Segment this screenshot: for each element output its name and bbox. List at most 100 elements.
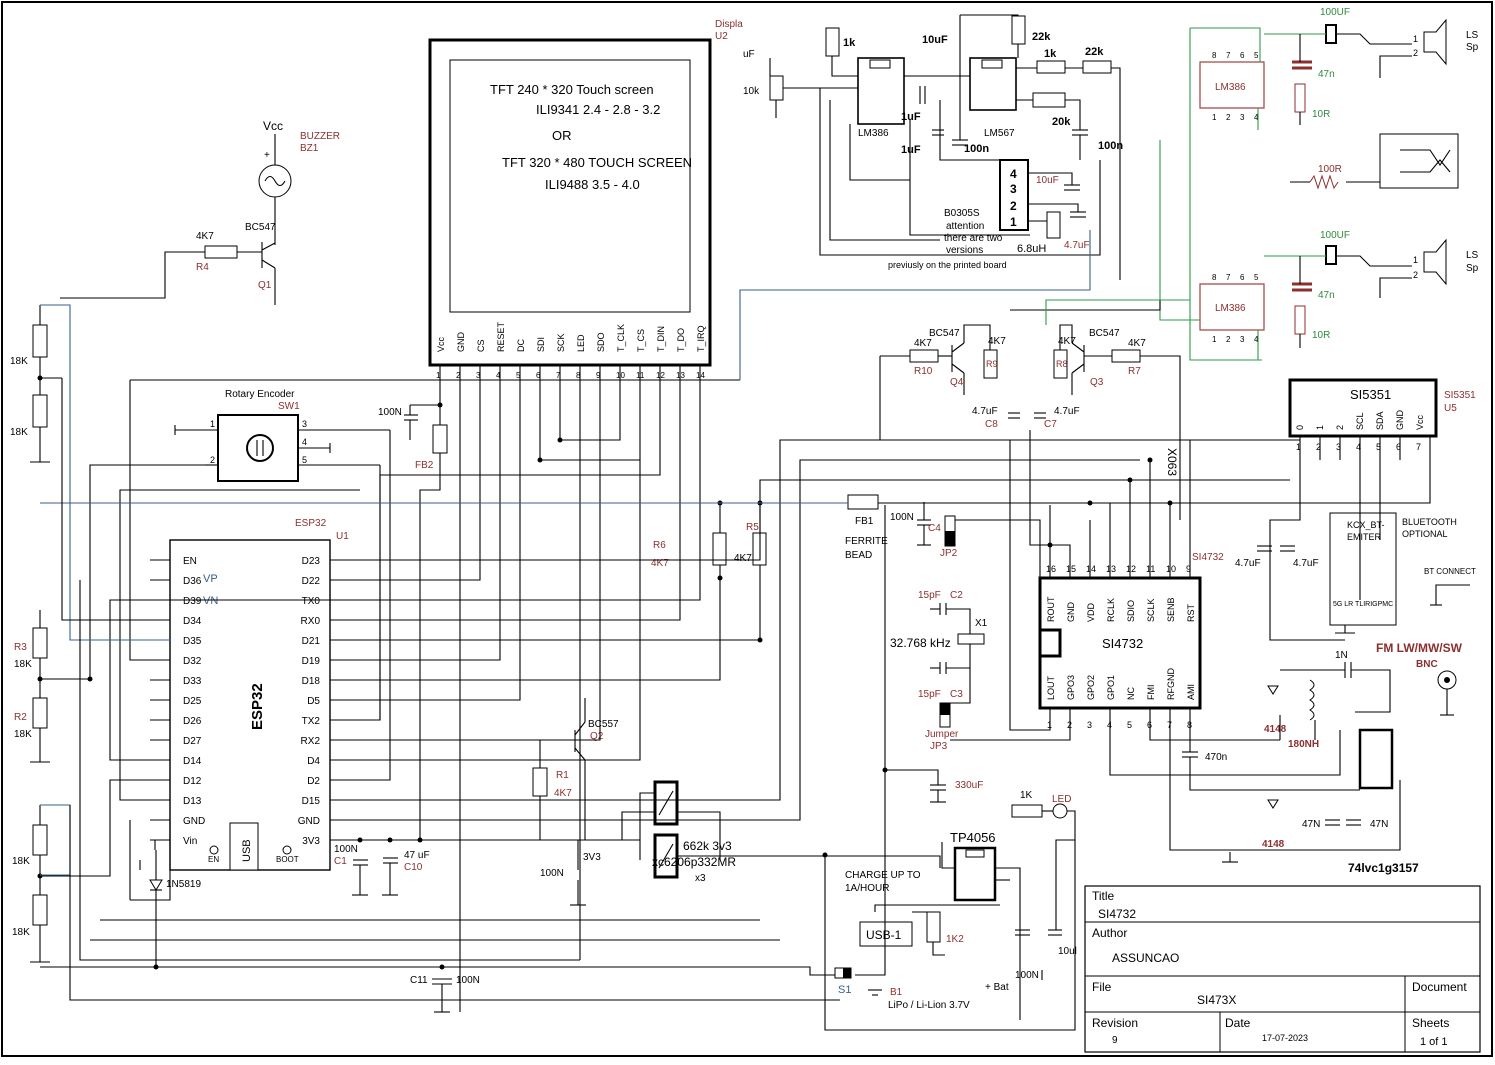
esp32-left-pin: D26 [183,716,202,727]
b0305-l: 6.8uH [1017,243,1046,255]
r-left-1: 18K [10,356,28,367]
c1-ref: C1 [334,856,347,867]
q2-ref: Q2 [590,731,604,742]
esp32-right-pin: D15 [302,796,321,807]
display-ref: U2 [715,31,728,42]
reg-line1: 662k 3v3 [683,839,732,853]
tb-title-heading: Title [1092,889,1115,903]
rf-switch-ic: 74lvc1g3157 [1348,861,1419,875]
r-22k-a: 22k [1032,31,1051,43]
display-pin-9: SDO [596,332,606,352]
esp32-left-pin: D33 [183,676,202,687]
c3-value: 15pF [918,689,941,700]
display-pin-num-3: 3 [476,371,481,380]
ls-bot-pin1: 1 [1413,255,1418,265]
s1-label: S1 [838,984,851,996]
si5351-pin: GND [1395,410,1405,431]
si5351-ref-name: SI5351 [1444,390,1476,401]
b1-label: B1 [890,987,903,998]
rf-c47n-b: 47N [1370,819,1388,830]
display-pin-3: CS [476,339,486,352]
charge-note1: CHARGE UP TO [845,870,921,881]
esp32-module: ESP32 U1 ESP32 END36D39D34D35D32D33D25D2… [150,518,350,871]
bt-connect: BT CONNECT [1424,567,1476,576]
display-pin-1: Vcc [436,336,446,352]
esp32-left-pin: D27 [183,736,202,747]
display-line4: TFT 320 * 480 TOUCH SCREEN [502,155,692,170]
r8-value: 4K7 [1058,336,1076,347]
cap-100n-a: 100n [964,143,989,155]
r-left-6: 18K [12,927,30,938]
esp32-left-pin: D34 [183,616,202,627]
si4732-name: SI4732 [1102,636,1143,651]
r-10r-bot: 10R [1312,330,1330,341]
si5351-pin-num: 3 [1336,442,1341,452]
r-left-2: 18K [10,427,28,438]
bluetooth-module: KCX_BT- EMITER BLUETOOTH OPTIONAL BT CON… [1329,512,1476,634]
usb-1-label: USB-1 [866,928,902,942]
fb1-note2: BEAD [845,550,872,561]
si4732-bottom-pin: GPO3 [1066,675,1076,700]
bt-opt2: OPTIONAL [1402,529,1448,539]
amp-pin-bottom: 1 [1212,335,1217,344]
esp32-right-pin: D4 [307,756,320,767]
sp-top: Sp [1466,42,1479,53]
display-ref-name: Displa [715,19,743,30]
fb1-ref: FB1 [855,516,874,527]
r6-value: 4K7 [651,558,669,569]
power-charger: 330uF 1K LED TP4056 CHARGE UP TO 1A/HOUR… [834,780,1077,1020]
si4732-top-pin: RST [1186,603,1196,622]
esp32-ref-name: ESP32 [295,518,327,529]
si4732-bottom-pin: NC [1126,687,1136,700]
bt-name2: EMITER [1347,532,1382,542]
rotary-encoder: Rotary Encoder SW1 1 2 3 4 5 [174,389,390,482]
si5351-pin-num: 4 [1356,442,1361,452]
display-pin-num-12: 12 [656,371,665,380]
b0305-note1: attention [946,221,984,232]
r9-value: 4K7 [988,336,1006,347]
rf-bnc: BNC [1416,659,1438,670]
si5351-pin: SDA [1375,411,1385,430]
amp-pin-top: 5 [1254,273,1259,282]
reg-3v3: 3V3 [583,852,601,863]
r1-ref: R1 [556,770,569,781]
si5351-pin-num: 6 [1396,442,1401,452]
charger-c100n: 100N [1015,970,1039,981]
ls-bot-pin2: 2 [1413,270,1418,280]
c-100uf-top: 100UF [1320,7,1350,18]
display-pin-2: GND [456,332,466,353]
c2-ref: C2 [950,590,963,601]
esp32-usb: USB [241,839,253,862]
display-pin-num-1: 1 [436,371,441,380]
esp32-right-pin: GND [298,816,320,827]
lm386-amp1: LM386 [1215,82,1246,93]
esp32-right-pin: D19 [302,656,321,667]
r9-ref: R9 [986,359,998,369]
tb-date-value: 17-07-2023 [1262,1033,1308,1043]
si5351-pin-num: 2 [1316,442,1321,452]
c2-value: 15pF [918,590,941,601]
display-pin-labels: Vcc1GND2CS3RESET4DC5SDI6SCK7LED8SDO9T_CL… [436,321,706,380]
buzzer-name: BUZZER [300,131,340,142]
b0305s-module: 4 3 2 1 B0305S attention there are two v… [888,159,1090,270]
pot-10k: 10k [743,86,760,97]
q3-ref: Q3 [1090,377,1104,388]
esp32-right-pin: 3V3 [302,836,320,847]
amp-pin-bottom: 4 [1254,113,1259,122]
display-pin-13: T_DO [676,328,686,352]
c1-value: 100N [334,844,358,855]
amp-pin-bottom: 4 [1254,335,1259,344]
amp-pin-top: 5 [1254,51,1259,60]
c8-value: 4.7uF [972,406,998,417]
c-47n-top: 47n [1318,69,1335,80]
c-330uf: 330uF [955,780,983,791]
fb2-circuit: 100N FB2 [378,404,448,471]
rf-inductor: 180NH [1288,739,1319,750]
q4-ref: Q4 [950,377,964,388]
r-10r-top: 10R [1312,109,1330,120]
r5-ref: R5 [746,522,759,533]
tb-revision-heading: Revision [1092,1016,1138,1030]
led-label: LED [1052,794,1071,805]
